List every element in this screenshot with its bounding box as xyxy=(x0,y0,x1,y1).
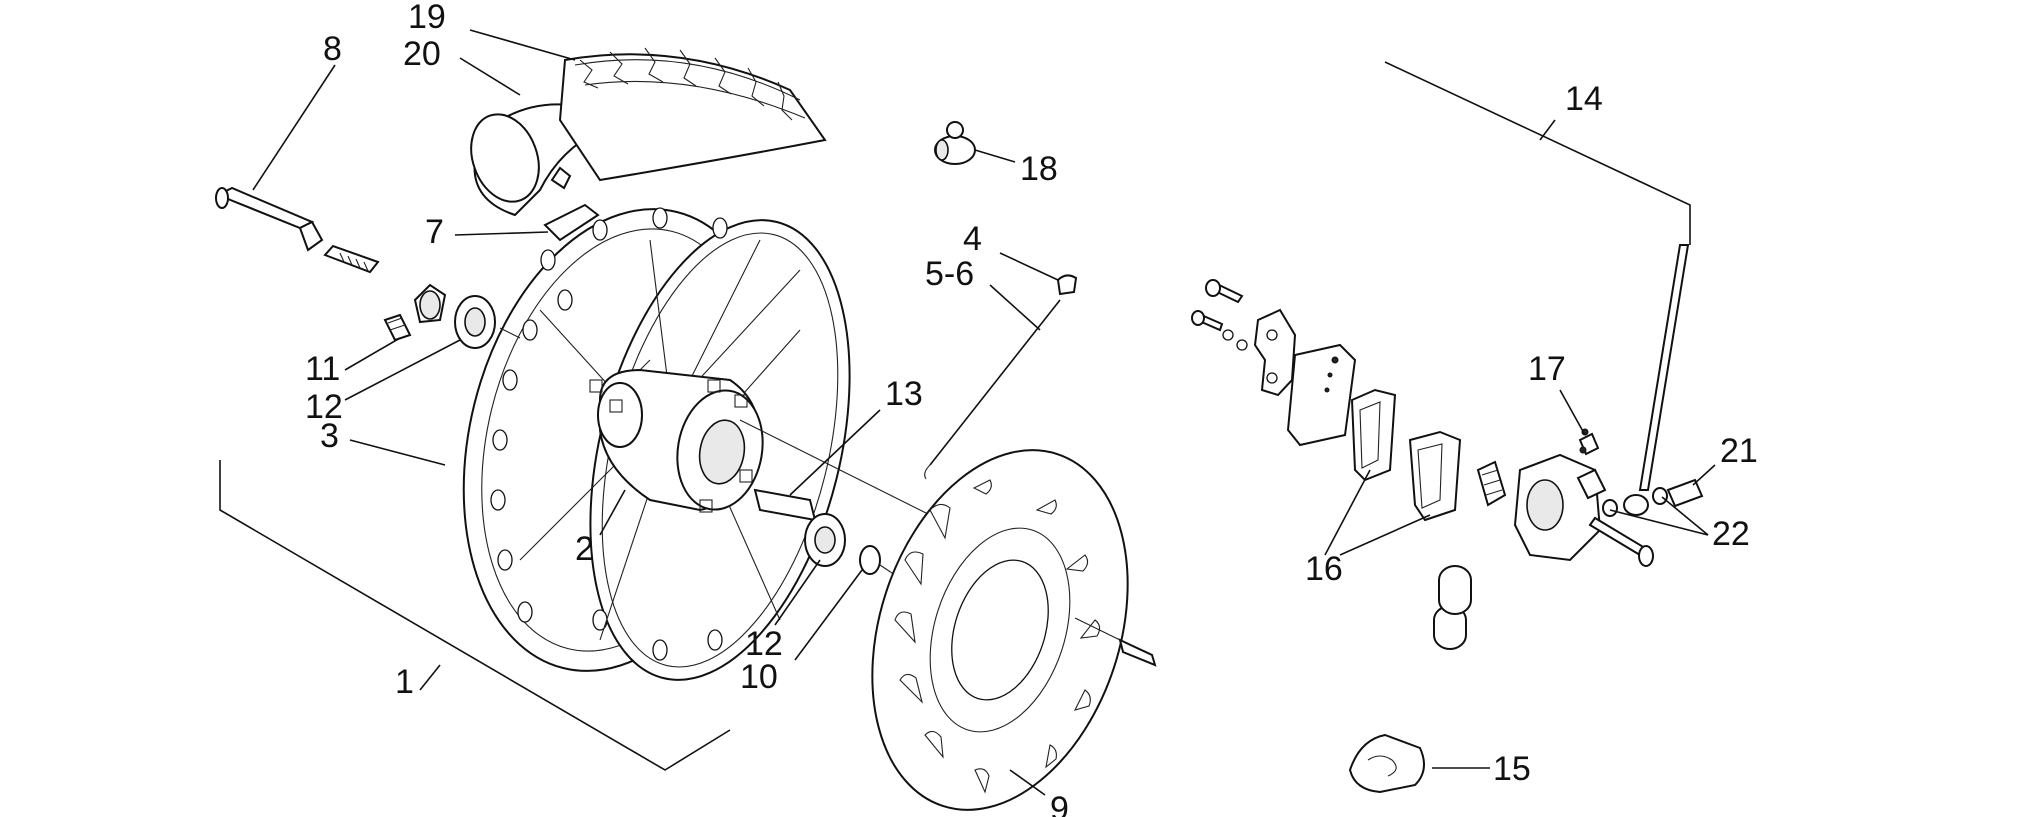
label-12-top: 12 xyxy=(305,388,343,426)
label-18: 18 xyxy=(1020,150,1058,188)
label-5-6: 5-6 xyxy=(925,255,974,293)
label-22: 22 xyxy=(1712,515,1750,553)
label-10: 10 xyxy=(740,658,778,696)
brake-disc xyxy=(871,449,1157,811)
small-parts-bag xyxy=(1348,733,1425,794)
right-bearing-set xyxy=(739,419,941,576)
label-20: 20 xyxy=(403,35,441,73)
label-17: 17 xyxy=(1528,350,1566,388)
label-9: 9 xyxy=(1050,790,1069,817)
callout-labels: 1 2 3 4 5-6 7 8 9 10 11 12 12 13 14 15 1… xyxy=(305,0,1758,817)
label-8: 8 xyxy=(323,30,342,68)
label-14: 14 xyxy=(1565,80,1603,118)
label-16: 16 xyxy=(1305,550,1343,588)
rim-spoke-holes xyxy=(490,207,728,661)
label-21: 21 xyxy=(1720,432,1758,470)
label-13: 13 xyxy=(885,375,923,413)
label-11: 11 xyxy=(305,350,340,388)
label-19: 19 xyxy=(408,0,446,36)
leader-lines xyxy=(219,29,1716,796)
brake-hose xyxy=(1602,244,1704,517)
label-7: 7 xyxy=(425,213,444,251)
speedometer-drive xyxy=(934,121,976,165)
label-4: 4 xyxy=(963,220,982,258)
label-12-bottom: 12 xyxy=(745,625,783,663)
axle-spacer-and-bearing xyxy=(383,283,521,349)
tyre-and-tube xyxy=(470,47,827,217)
axle xyxy=(215,186,380,274)
brake-caliper-assembly xyxy=(1191,279,1654,650)
rim-tape xyxy=(543,203,600,242)
label-15: 15 xyxy=(1493,750,1531,788)
spoke-and-nipple xyxy=(924,274,1078,480)
label-3: 3 xyxy=(320,417,339,455)
label-2: 2 xyxy=(575,530,594,568)
label-1: 1 xyxy=(395,663,414,701)
